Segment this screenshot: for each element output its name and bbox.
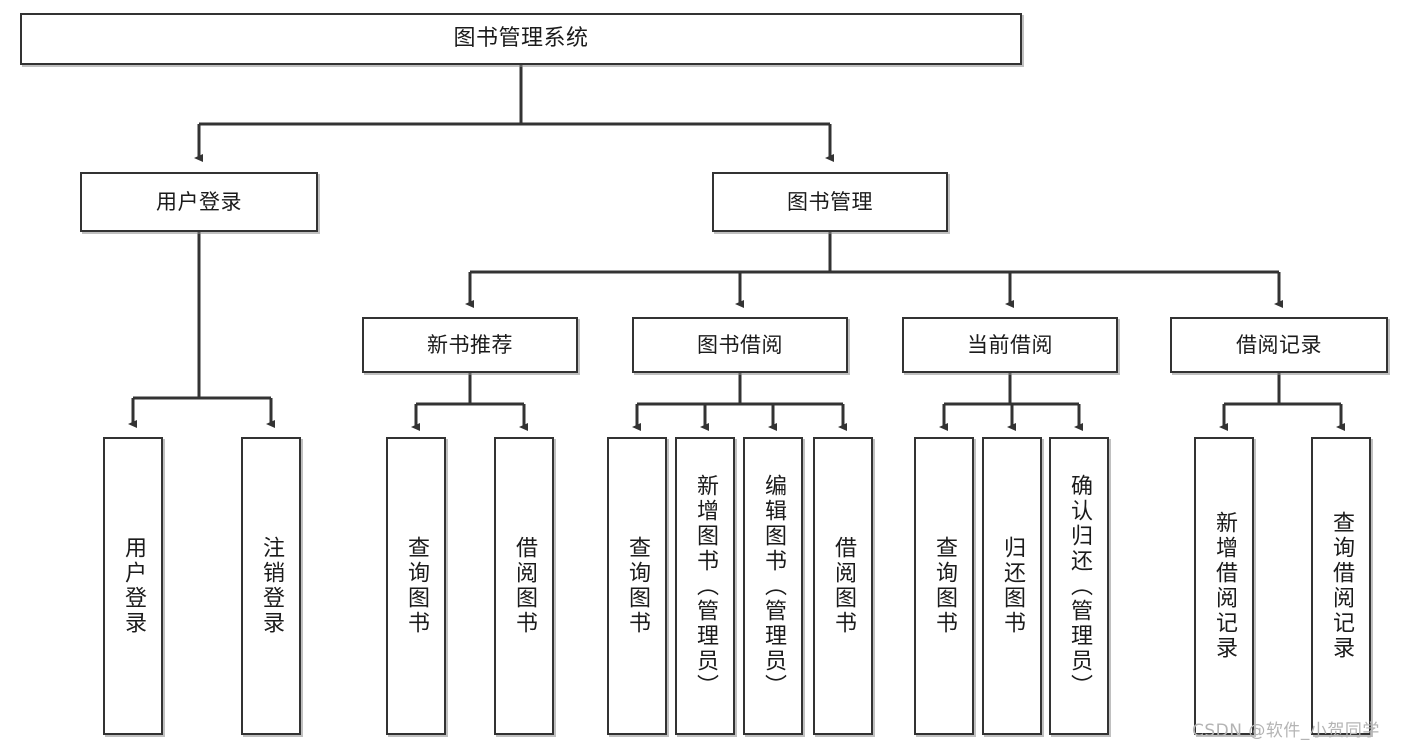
leaf-user-login-logout[interactable]: 注销登录 [241,437,301,735]
node-book-management[interactable]: 图书管理 [712,172,948,232]
leaf-current-query-book[interactable]: 查询图书 [914,437,974,735]
node-new-book-recommend[interactable]: 新书推荐 [362,317,578,373]
node-label: 查询图书 [625,536,650,636]
node-borrow-record[interactable]: 借阅记录 [1170,317,1388,373]
node-current-borrow[interactable]: 当前借阅 [902,317,1118,373]
node-label: 借阅图书 [831,536,856,636]
node-user-login[interactable]: 用户登录 [80,172,318,232]
node-label: 借阅记录 [1236,332,1322,357]
node-root-system[interactable]: 图书管理系统 [20,13,1022,65]
node-label: 编辑图书（管理员） [761,473,786,699]
leaf-current-return-book[interactable]: 归还图书 [982,437,1042,735]
leaf-recommend-borrow-book[interactable]: 借阅图书 [494,437,554,735]
node-label: 用户登录 [121,536,146,636]
node-label: 注销登录 [259,536,284,636]
leaf-user-login-login[interactable]: 用户登录 [103,437,163,735]
leaf-record-add-record[interactable]: 新增借阅记录 [1194,437,1254,735]
node-label: 图书管理 [787,189,873,214]
node-label: 当前借阅 [967,332,1053,357]
leaf-borrow-edit-book[interactable]: 编辑图书（管理员） [743,437,803,735]
watermark-text: CSDN @软件_小贺同学 [1192,721,1380,741]
node-label: 确认归还（管理员） [1067,473,1092,699]
node-label: 图书借阅 [697,332,783,357]
leaf-record-query-record[interactable]: 查询借阅记录 [1311,437,1371,735]
node-label: 归还图书 [1000,536,1025,636]
node-label: 用户登录 [156,189,242,214]
node-label: 借阅图书 [512,536,537,636]
node-label: 新书推荐 [427,332,513,357]
leaf-recommend-query-book[interactable]: 查询图书 [386,437,446,735]
node-book-borrow[interactable]: 图书借阅 [632,317,848,373]
node-label: 新增借阅记录 [1212,511,1237,661]
leaf-borrow-add-book[interactable]: 新增图书（管理员） [675,437,735,735]
node-label: 图书管理系统 [453,26,589,52]
node-label: 查询借阅记录 [1329,511,1354,661]
leaf-current-confirm-return[interactable]: 确认归还（管理员） [1049,437,1109,735]
node-label: 新增图书（管理员） [693,473,718,699]
node-label: 查询图书 [932,536,957,636]
node-label: 查询图书 [404,536,429,636]
leaf-borrow-borrow-book[interactable]: 借阅图书 [813,437,873,735]
leaf-borrow-query-book[interactable]: 查询图书 [607,437,667,735]
